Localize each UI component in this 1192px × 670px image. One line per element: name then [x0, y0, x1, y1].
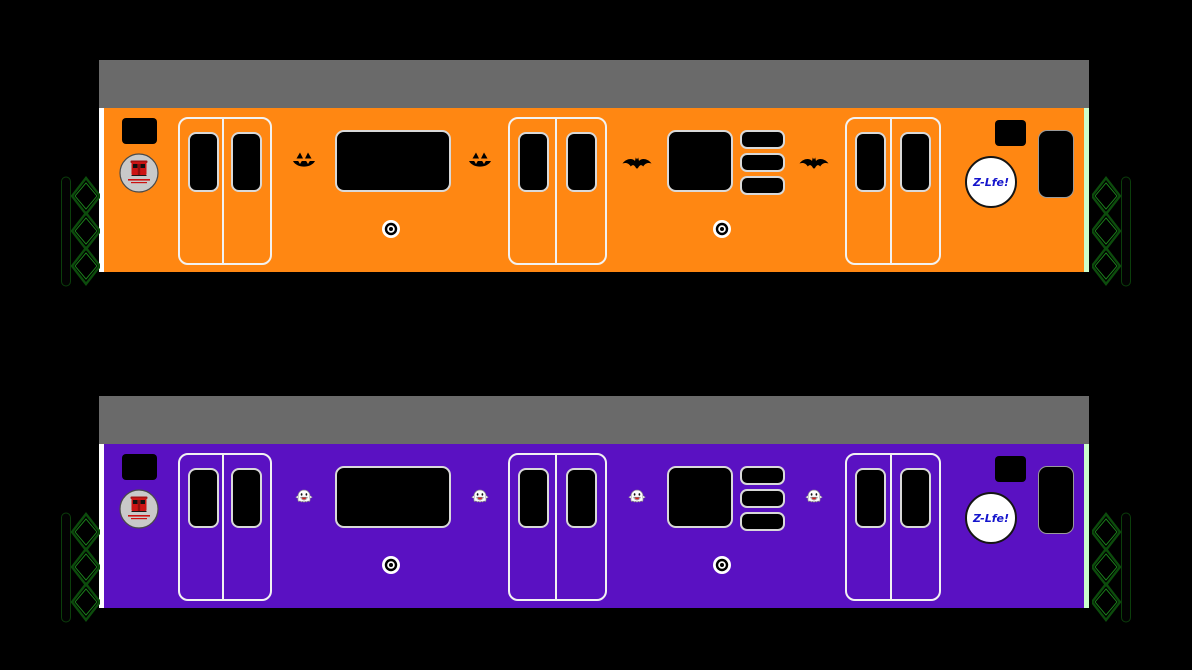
door-split-line: [890, 119, 893, 263]
grab-handle-bullseye-icon: [713, 556, 731, 574]
door-window: [855, 468, 886, 528]
grab-handle-bullseye-icon: [382, 556, 400, 574]
destination-sign: [122, 454, 157, 480]
door-window: [231, 468, 262, 528]
door-pair-right: [845, 453, 941, 601]
door-pair-center: [508, 453, 607, 601]
door-pair-right: [845, 117, 941, 265]
door-pair-left: [178, 117, 272, 265]
z-lfe-label: Z-Lfe!: [972, 511, 1009, 525]
louver-vent: [740, 489, 785, 508]
jack-o-lantern-icon: [469, 152, 491, 167]
window-medium: [667, 130, 733, 192]
door-window: [231, 132, 262, 192]
boo-ghost-icon: [628, 489, 646, 503]
z-lfe-logo: Z-Lfe!: [965, 492, 1017, 544]
louver-vent: [740, 466, 785, 485]
window-medium: [667, 466, 733, 528]
subway-car-purple: Z-Lfe!: [99, 396, 1089, 608]
door-window: [566, 468, 597, 528]
louver-vent: [740, 176, 785, 195]
bat-icon: [799, 157, 829, 169]
door-split-line: [554, 119, 557, 263]
car2-roof: [99, 396, 1089, 444]
z-lfe-label: Z-Lfe!: [972, 175, 1009, 189]
subway-car-orange: Z-Lfe!: [99, 60, 1089, 272]
scissor-gate-icon: [1092, 176, 1131, 287]
car1-left-edge: [99, 108, 104, 272]
grab-handle-bullseye-icon: [382, 220, 400, 238]
car2-right-edge: [1084, 444, 1089, 608]
door-pair-center: [508, 117, 607, 265]
door-pair-left: [178, 453, 272, 601]
louver-vent: [740, 512, 785, 531]
boo-ghost-icon: [805, 489, 823, 503]
door-window: [900, 468, 931, 528]
jack-o-lantern-icon: [293, 152, 315, 167]
car1-roof: [99, 60, 1089, 108]
z-lfe-logo: Z-Lfe!: [965, 156, 1017, 208]
door-window: [566, 132, 597, 192]
end-sign: [995, 120, 1026, 146]
door-window: [188, 132, 219, 192]
window-large: [335, 466, 451, 528]
scissor-gate-icon: [1092, 512, 1131, 623]
scissor-gate-icon: [61, 512, 100, 623]
boo-ghost-icon: [471, 489, 489, 503]
door-window: [188, 468, 219, 528]
boo-ghost-icon: [295, 489, 313, 503]
bat-icon: [622, 157, 652, 169]
door-window: [518, 468, 549, 528]
door-window: [900, 132, 931, 192]
door-split-line: [222, 455, 225, 599]
grab-handle-bullseye-icon: [713, 220, 731, 238]
heritage-train-logo: [119, 489, 159, 529]
door-split-line: [554, 455, 557, 599]
door-split-line: [890, 455, 893, 599]
window-large: [335, 130, 451, 192]
car2-left-edge: [99, 444, 104, 608]
cab-door-window: [1038, 466, 1074, 534]
end-sign: [995, 456, 1026, 482]
louver-vent: [740, 130, 785, 149]
louver-vent: [740, 153, 785, 172]
scissor-gate-icon: [61, 176, 100, 287]
destination-sign: [122, 118, 157, 144]
car1-right-edge: [1084, 108, 1089, 272]
cab-door-window: [1038, 130, 1074, 198]
door-window: [855, 132, 886, 192]
heritage-train-logo: [119, 153, 159, 193]
door-split-line: [222, 119, 225, 263]
door-window: [518, 132, 549, 192]
